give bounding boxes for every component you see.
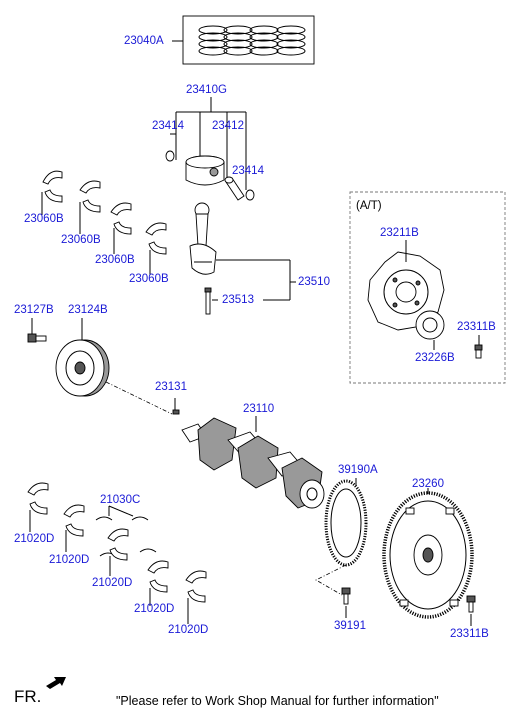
main-bearing[interactable] — [63, 504, 85, 552]
label-ring-gear[interactable]: 39190A — [338, 464, 378, 476]
crank-key[interactable] — [172, 409, 180, 415]
main-bearing[interactable] — [185, 570, 207, 624]
connecting-rod[interactable] — [189, 202, 217, 275]
label-main-bearing-4[interactable]: 21020D — [134, 603, 175, 615]
adapter-plate[interactable] — [415, 310, 445, 340]
crankshaft[interactable] — [181, 417, 325, 509]
label-main-bearing-5[interactable]: 21020D — [168, 624, 209, 636]
drive-plate-bolt[interactable] — [474, 344, 483, 359]
conrod-bearing[interactable] — [41, 170, 63, 215]
label-thrust-washer[interactable]: 21030C — [100, 494, 141, 506]
label-flywheel[interactable]: 23260 — [412, 478, 444, 490]
at-group-title: (A/T) — [356, 200, 382, 212]
label-flywheel-bolt[interactable]: 23311B — [450, 628, 489, 640]
label-pulley-bolt[interactable]: 23127B — [14, 304, 54, 316]
pulley-bolt[interactable] — [27, 333, 47, 343]
label-main-bearing-1[interactable]: 21020D — [14, 533, 55, 545]
main-bearing[interactable] — [147, 560, 169, 606]
label-connecting-rod[interactable]: 23510 — [298, 276, 330, 288]
ring-gear[interactable] — [324, 479, 368, 567]
main-bearing[interactable] — [107, 528, 129, 576]
label-piston-pin[interactable]: 23412 — [212, 120, 244, 132]
piston[interactable] — [185, 155, 225, 186]
piston-ring-set[interactable] — [182, 15, 315, 65]
label-snap-ring-left[interactable]: 23414 — [152, 120, 184, 132]
snap-ring[interactable] — [245, 189, 255, 201]
thrust-washer[interactable] — [95, 516, 157, 557]
label-ring-gear-bolt[interactable]: 39191 — [334, 620, 366, 632]
front-direction-label: FR. — [14, 687, 42, 706]
drive-plate[interactable] — [367, 251, 445, 331]
label-adapter-plate[interactable]: 23226B — [415, 352, 455, 364]
conrod-bearing[interactable] — [79, 180, 101, 234]
front-direction-arrow-icon — [46, 677, 66, 689]
label-conrod-bearing-1[interactable]: 23060B — [24, 213, 64, 225]
label-conrod-bearing-2[interactable]: 23060B — [61, 234, 101, 246]
flywheel[interactable] — [382, 491, 474, 619]
label-conrod-bearing-4[interactable]: 23060B — [129, 273, 169, 285]
label-damper-pulley[interactable]: 23124B — [68, 304, 108, 316]
snap-ring[interactable] — [165, 150, 175, 162]
label-conrod-bolt[interactable]: 23513 — [222, 294, 254, 306]
label-snap-ring-right[interactable]: 23414 — [232, 165, 264, 177]
flywheel-bolt[interactable] — [466, 595, 476, 613]
label-main-bearing-3[interactable]: 21020D — [92, 577, 133, 589]
damper-pulley[interactable] — [55, 339, 110, 397]
conrod-bolt[interactable] — [204, 287, 212, 315]
label-conrod-bearing-3[interactable]: 23060B — [95, 254, 135, 266]
label-crankshaft[interactable]: 23110 — [243, 403, 275, 415]
label-main-bearing-2[interactable]: 21020D — [49, 554, 90, 566]
label-piston-ring-set[interactable]: 23040A — [124, 35, 164, 47]
ring-gear-bolt[interactable] — [341, 587, 351, 605]
label-crank-key[interactable]: 23131 — [155, 381, 187, 393]
conrod-bearing[interactable] — [145, 222, 167, 275]
main-bearing[interactable] — [27, 482, 49, 532]
label-piston-assembly[interactable]: 23410G — [186, 84, 227, 96]
label-drive-plate[interactable]: 23211B — [380, 227, 419, 239]
piston-pin[interactable] — [224, 176, 245, 201]
label-drive-plate-bolt[interactable]: 23311B — [457, 321, 496, 333]
conrod-bearing[interactable] — [110, 202, 132, 254]
reference-note: "Please refer to Work Shop Manual for fu… — [116, 694, 439, 708]
